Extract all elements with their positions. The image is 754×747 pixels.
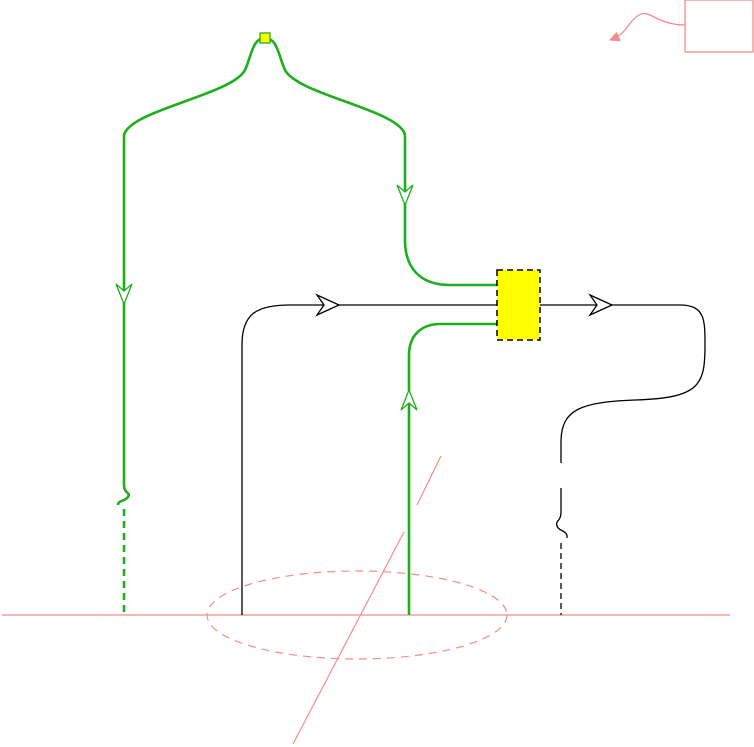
green-upper-loop [122, 36, 497, 485]
green-riser [407, 322, 497, 615]
dashed-ellipse [206, 570, 508, 660]
junction-box [496, 269, 541, 341]
pointer-label-box [684, 0, 754, 53]
black-right-branch [555, 488, 568, 615]
black-loop-arrows [315, 293, 614, 317]
green-loop-arrows [115, 184, 414, 306]
green-riser-arrow [400, 388, 418, 411]
green-left-branch [116, 484, 130, 615]
curly-pointer-arrow [609, 13, 686, 42]
black-loop [241, 304, 706, 615]
top-node [259, 32, 271, 44]
diagonal-slash [292, 455, 442, 745]
